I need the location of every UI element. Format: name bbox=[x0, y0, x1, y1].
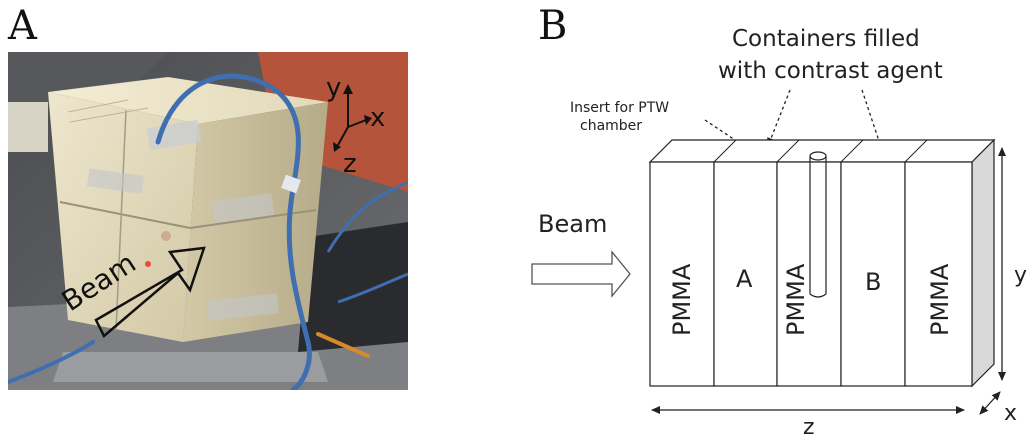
slab-pmma-1 bbox=[649, 161, 715, 387]
slab-label-pmma-3: PMMA bbox=[926, 263, 954, 336]
slab-label-b: B bbox=[865, 268, 881, 296]
slab-label-pmma-1: PMMA bbox=[668, 263, 696, 336]
slab-label-a: A bbox=[736, 265, 753, 293]
slab-pmma-2 bbox=[776, 161, 842, 387]
containers-label-line2: with contrast agent bbox=[718, 58, 943, 84]
slab-pmma-3 bbox=[904, 161, 973, 387]
axis-y-label: y bbox=[326, 73, 341, 103]
dimension-z-label: z bbox=[803, 415, 815, 436]
phantom-schematic: Containers filled with contrast agent In… bbox=[531, 26, 1027, 436]
experiment-photo: Beam y x z bbox=[8, 52, 408, 390]
axis-indicator bbox=[333, 84, 372, 152]
container-pointer-right bbox=[861, 89, 884, 151]
beam-arrow bbox=[531, 250, 631, 298]
slab-container-b bbox=[840, 161, 906, 387]
axis-z-label: z bbox=[343, 149, 357, 179]
pencil bbox=[316, 332, 370, 358]
dimension-x-label: x bbox=[1004, 401, 1017, 426]
beam-arrow bbox=[94, 246, 206, 338]
panel-a-letter: A bbox=[8, 3, 37, 49]
dimension-y-label: y bbox=[1014, 263, 1027, 288]
axis-x-label: x bbox=[370, 103, 385, 133]
insert-label-line1: Insert for PTW bbox=[570, 100, 669, 116]
slab-container-a bbox=[713, 161, 778, 387]
beam-label: Beam bbox=[538, 210, 607, 238]
container-pointer-left bbox=[767, 89, 791, 147]
phantom-front-face bbox=[48, 92, 198, 342]
phantom-side-face bbox=[971, 138, 995, 388]
phantom-top-face bbox=[48, 77, 328, 124]
laser-spot bbox=[145, 261, 151, 267]
insert-label-line2: chamber bbox=[580, 118, 642, 134]
slab-label-pmma-2: PMMA bbox=[782, 263, 810, 336]
dimension-x-arrow bbox=[979, 391, 1001, 415]
panel-b-letter: B bbox=[538, 3, 568, 49]
containers-label-line1: Containers filled bbox=[732, 26, 920, 52]
side-shelf bbox=[8, 102, 48, 152]
chamber-insert bbox=[809, 151, 827, 298]
entry-marker bbox=[161, 231, 171, 241]
base-plate bbox=[53, 352, 328, 382]
dark-tray bbox=[298, 222, 408, 352]
